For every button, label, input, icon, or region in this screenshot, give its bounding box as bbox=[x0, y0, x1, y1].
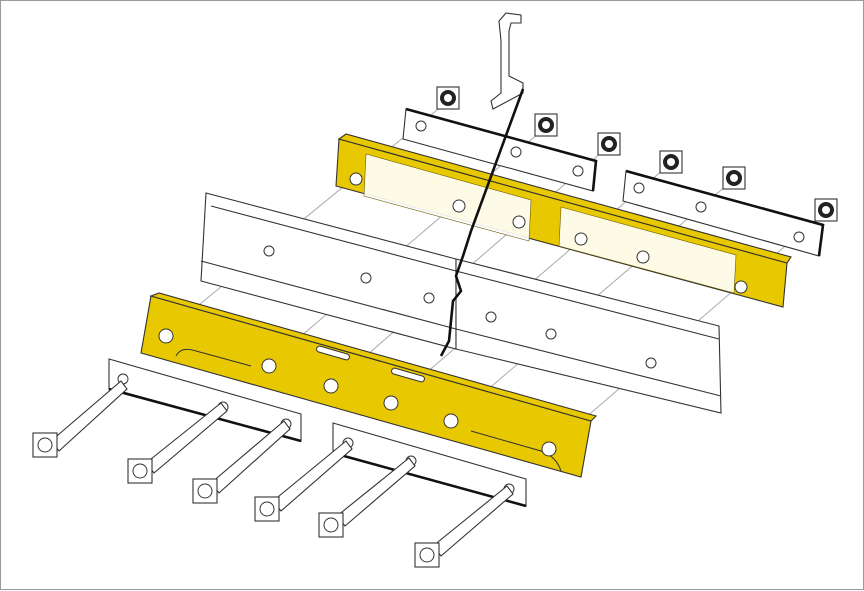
nut bbox=[814, 198, 838, 222]
lock-plate-top-right bbox=[622, 169, 825, 257]
fishplate-front bbox=[140, 292, 598, 478]
rail-joint-gap bbox=[439, 88, 525, 357]
bolt bbox=[254, 440, 353, 522]
bolt bbox=[127, 402, 228, 484]
bolt bbox=[318, 457, 416, 538]
fishplate-ribs bbox=[363, 153, 737, 294]
rail-profile-symbol bbox=[490, 12, 524, 110]
bolt bbox=[32, 380, 128, 458]
nut bbox=[534, 113, 558, 137]
fishplate-rear bbox=[335, 133, 792, 308]
nut bbox=[597, 132, 621, 156]
nuts bbox=[436, 86, 838, 222]
rail-right bbox=[455, 258, 722, 414]
bolt bbox=[414, 485, 514, 568]
nut bbox=[722, 166, 746, 190]
bolts bbox=[32, 380, 514, 568]
nut bbox=[659, 150, 683, 174]
nut bbox=[436, 86, 460, 110]
bolt bbox=[192, 420, 291, 504]
